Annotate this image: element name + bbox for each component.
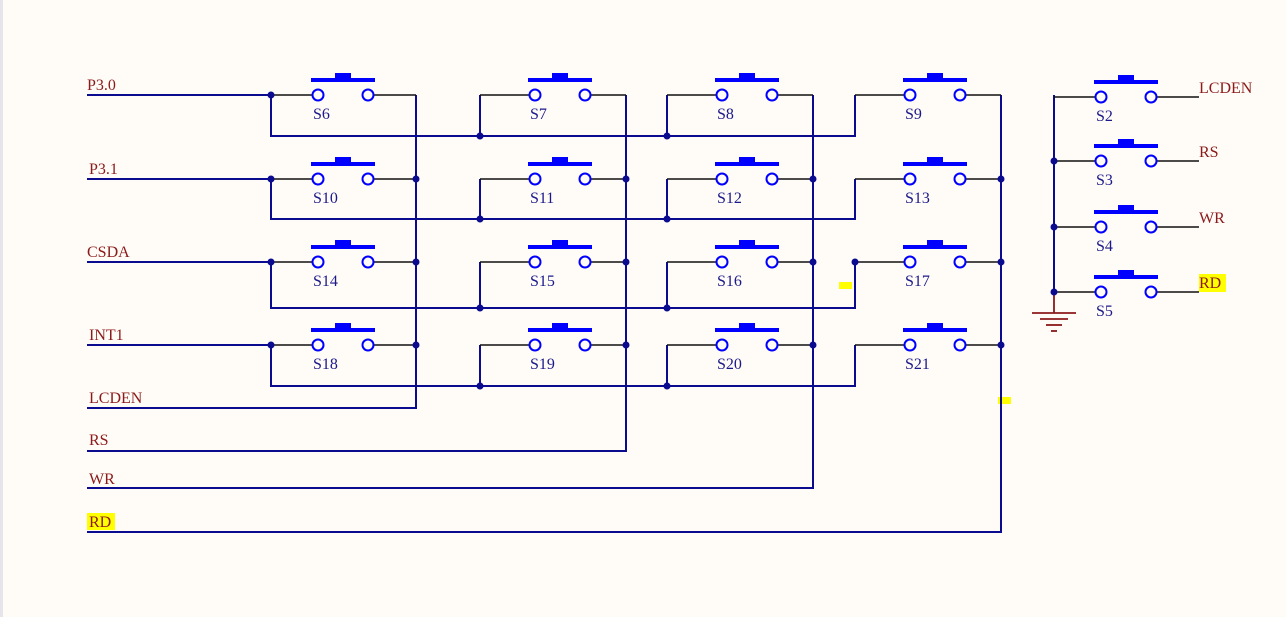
wire-junction	[267, 91, 275, 99]
push-button-switch-icon: S11	[480, 157, 626, 207]
left-net-labels: P3.0 P3.1 CSDA INT1 LCDEN RS WR RD	[87, 77, 143, 531]
push-button-switch-icon: S15	[480, 240, 626, 290]
wire-junction	[476, 304, 484, 312]
net-label-rd: RD	[89, 514, 111, 531]
wire-junction	[663, 382, 671, 390]
wire-junction	[622, 175, 630, 183]
wire-junction	[476, 215, 484, 223]
switch-designator: S12	[717, 190, 742, 207]
wire-junction	[412, 341, 420, 349]
wire-junction	[622, 341, 630, 349]
switch-designator: S10	[313, 190, 338, 207]
switch-designator: S3	[1096, 172, 1113, 189]
net-label-csda: CSDA	[87, 244, 130, 261]
switch-designator: S20	[717, 356, 742, 373]
switch-designator: S17	[905, 273, 930, 290]
switch-designator: S5	[1096, 303, 1113, 320]
net-label-rd-right: RD	[1199, 275, 1221, 292]
net-marker	[998, 397, 1011, 404]
net-label-p30: P3.0	[87, 77, 116, 94]
switch-designator: S18	[313, 356, 338, 373]
wire-junction	[997, 175, 1005, 183]
ground-icon	[1032, 292, 1076, 332]
push-button-switch-icon: S18	[271, 323, 416, 373]
wire-junction	[412, 175, 420, 183]
switch-designator: S14	[313, 273, 338, 290]
push-button-switch-icon: S16	[667, 240, 813, 290]
net-label-wr-right: WR	[1199, 210, 1225, 227]
wire-junction	[1050, 157, 1058, 165]
column-nets	[87, 95, 1002, 533]
net-label-lcden-right: LCDEN	[1199, 80, 1253, 97]
push-button-switch-icon: S13	[855, 157, 1001, 207]
wire-junction	[412, 258, 420, 266]
wire-junction	[663, 215, 671, 223]
switch-designator: S7	[530, 106, 547, 123]
switch-designator: S19	[530, 356, 555, 373]
switch-designator: S4	[1096, 238, 1113, 255]
push-button-switch-icon: S19	[480, 323, 626, 373]
rd-net-highlight-right	[1199, 274, 1226, 292]
switch-designator: S13	[905, 190, 930, 207]
push-button-switch-icon: S21	[855, 323, 1001, 373]
push-button-switch-icon: S3	[1054, 139, 1199, 189]
wire-junction	[809, 341, 817, 349]
push-button-switch-icon: S14	[271, 240, 416, 290]
wire-junction	[622, 258, 630, 266]
push-button-switch-icon: S2	[1054, 75, 1199, 125]
switch-designator: S15	[530, 273, 555, 290]
switch-designator: S16	[717, 273, 742, 290]
net-label-p31: P3.1	[89, 161, 118, 178]
switch-designator: S2	[1096, 108, 1113, 125]
row-nets	[87, 94, 271, 346]
wire-junction	[851, 258, 859, 266]
push-button-switch-icon: S7	[480, 73, 626, 123]
push-button-switch-icon: S8	[667, 73, 813, 123]
net-label-wr: WR	[89, 471, 115, 488]
wire-junction	[267, 258, 275, 266]
net-label-int1: INT1	[89, 327, 124, 344]
wire-junction	[663, 132, 671, 140]
switch-designator: S21	[905, 356, 930, 373]
wire-junction	[1050, 288, 1058, 296]
net-label-lcden: LCDEN	[89, 390, 143, 407]
push-button-switch-icon: S6	[271, 73, 416, 123]
rd-net-highlight	[87, 513, 115, 530]
right-net-labels: LCDEN RS WR RD	[1199, 80, 1253, 292]
push-button-switch-icon: S12	[667, 157, 813, 207]
wire-junction	[997, 258, 1005, 266]
switch-designator: S8	[717, 106, 734, 123]
net-label-rs-right: RS	[1199, 144, 1219, 161]
junction-layer	[267, 91, 1058, 390]
push-button-switch-icon: S4	[1054, 205, 1199, 255]
wire-junction	[1050, 223, 1058, 231]
push-button-switch-icon: S20	[667, 323, 813, 373]
switch-designator: S11	[530, 190, 554, 207]
wire-junction	[476, 132, 484, 140]
wire-junction	[809, 258, 817, 266]
push-button-switch-icon: S5	[1054, 270, 1199, 320]
wire-junction	[476, 382, 484, 390]
switch-designator: S6	[313, 106, 330, 123]
push-button-switch-icon: S17	[855, 240, 1001, 290]
wire-junction	[267, 175, 275, 183]
push-button-switch-icon: S10	[271, 157, 416, 207]
wire-junction	[663, 304, 671, 312]
wire-junction	[267, 341, 275, 349]
row-bus-wires	[270, 95, 856, 387]
wire-junction	[997, 341, 1005, 349]
push-button-switch-icon: S9	[855, 73, 1001, 123]
wire-junction	[809, 175, 817, 183]
net-label-rs: RS	[89, 432, 109, 449]
canvas-left-border	[0, 0, 3, 617]
net-marker	[839, 282, 852, 289]
switch-designator: S9	[905, 106, 922, 123]
